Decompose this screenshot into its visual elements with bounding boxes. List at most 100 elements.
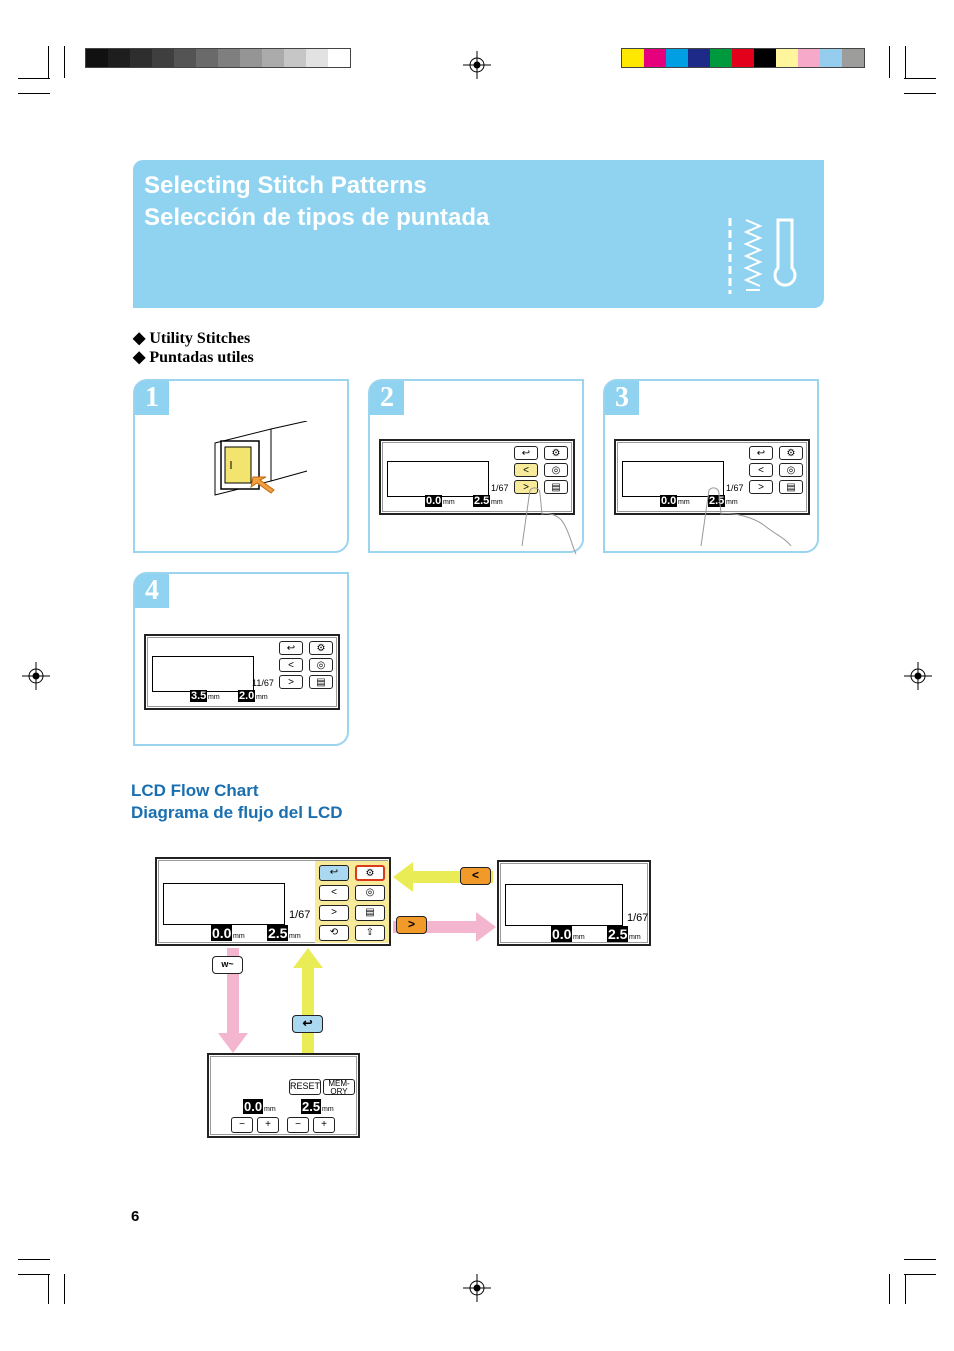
length-value: 2.5 <box>301 1099 322 1114</box>
memory-key[interactable]: ◎ <box>309 658 333 672</box>
reverse-key[interactable]: ⟲ <box>319 925 349 941</box>
width-value: 0.0 <box>243 1099 264 1114</box>
arrow-up-yellow <box>293 948 323 1053</box>
crop-mark <box>904 1259 936 1260</box>
crop-mark <box>904 78 936 79</box>
flow-settings-lcd: RESET MEM- ORY 0.0 2.5 − + − + mm mm <box>207 1053 360 1138</box>
next-page-key[interactable]: > <box>749 480 773 494</box>
doc-key[interactable]: ▤ <box>544 480 568 494</box>
width-value: 0.0 <box>551 926 573 942</box>
settings-key[interactable]: ⚙ <box>309 641 333 655</box>
grayscale-bar <box>85 48 351 68</box>
prev-page-key[interactable]: < <box>749 463 773 477</box>
crop-mark <box>64 1274 65 1304</box>
step-number: 3 <box>605 381 639 415</box>
unit-label: mm <box>208 694 220 701</box>
next-page-key[interactable]: > <box>319 905 349 921</box>
doc-key[interactable]: ▤ <box>355 905 385 921</box>
reset-key[interactable]: RESET <box>289 1079 321 1095</box>
length-value: 2.0 <box>238 690 256 702</box>
memory-key[interactable]: ◎ <box>779 463 803 477</box>
doc-key[interactable]: ▤ <box>309 675 333 689</box>
back-key[interactable]: ↩ <box>279 641 303 655</box>
lcd-screen: 0.0 2.5 1/67 ↩ ⚙ < ◎ > ▤ mm mm <box>379 439 575 515</box>
memory-save-key[interactable]: MEM- ORY <box>323 1079 355 1096</box>
crop-mark <box>905 46 906 78</box>
pattern-row <box>163 883 285 925</box>
memory-key[interactable]: ◎ <box>355 885 385 901</box>
prev-page-key-icon[interactable]: < <box>460 867 491 885</box>
memory-key[interactable]: ◎ <box>544 463 568 477</box>
page-indicator: 11/67 <box>252 678 274 688</box>
length-plus-key[interactable]: + <box>313 1117 335 1133</box>
crop-mark <box>64 46 65 78</box>
arrow-left-yellow <box>393 862 493 892</box>
page-number: 6 <box>131 1208 140 1225</box>
length-minus-key[interactable]: − <box>287 1117 309 1133</box>
back-key[interactable]: ↩ <box>514 446 538 460</box>
unit-label: mm <box>629 934 641 941</box>
title-spanish: Selección de tipos de puntada <box>144 204 490 231</box>
length-value: 2.5 <box>607 926 629 942</box>
flow-title-spanish: Diagrama de flujo del LCD <box>131 803 343 822</box>
section-heading-english: ◆ Utility Stitches <box>133 330 251 347</box>
unit-label: mm <box>573 934 585 941</box>
next-page-key-icon[interactable]: > <box>396 916 427 934</box>
page-indicator: 1/67 <box>491 483 509 493</box>
doc-key[interactable]: ▤ <box>779 480 803 494</box>
unit-label: mm <box>264 1106 276 1113</box>
crop-mark <box>18 1259 50 1260</box>
crop-mark <box>904 93 936 94</box>
registration-mark <box>463 1274 491 1302</box>
header-band: Selecting Stitch Patterns Selección de t… <box>133 160 824 308</box>
page-indicator: 1/67 <box>289 909 311 921</box>
next-page-key[interactable]: > <box>279 675 303 689</box>
color-bar <box>621 48 865 68</box>
unit-label: mm <box>443 499 455 506</box>
save-key[interactable]: ⇪ <box>355 925 385 941</box>
registration-mark <box>904 662 932 690</box>
settings-key[interactable]: ⚙ <box>779 446 803 460</box>
width-value: 0.0 <box>425 495 443 507</box>
step-2-panel: 2 0.0 2.5 1/67 ↩ ⚙ < ◎ > ▤ mm mm <box>368 379 584 555</box>
width-plus-key[interactable]: + <box>257 1117 279 1133</box>
stitch-setting-key-icon[interactable]: w~ <box>212 956 243 974</box>
arrow-right-pink <box>393 912 496 942</box>
pattern-row <box>505 884 623 926</box>
width-value: 0.0 <box>660 495 678 507</box>
crop-mark <box>48 46 49 78</box>
back-key[interactable]: ↩ <box>319 865 349 881</box>
crop-mark <box>18 93 50 94</box>
prev-page-key[interactable]: < <box>279 658 303 672</box>
width-minus-key[interactable]: − <box>231 1117 253 1133</box>
finger-pointer-icon <box>700 487 792 547</box>
settings-key[interactable]: ⚙ <box>544 446 568 460</box>
prev-page-key[interactable]: < <box>514 463 538 477</box>
stitch-pattern-icon <box>728 218 797 294</box>
crop-mark <box>904 1274 936 1275</box>
settings-key[interactable]: ⚙ <box>355 865 385 881</box>
unit-label: mm <box>256 694 268 701</box>
width-value: 0.0 <box>211 925 233 941</box>
step-1-panel: 1 <box>133 379 349 553</box>
step-number: 4 <box>135 574 169 608</box>
prev-page-key[interactable]: < <box>319 885 349 901</box>
crop-mark <box>48 1274 49 1304</box>
unit-label: mm <box>289 933 301 940</box>
unit-label: mm <box>678 499 690 506</box>
pattern-row <box>152 656 254 692</box>
back-key[interactable]: ↩ <box>749 446 773 460</box>
unit-label: mm <box>491 499 503 506</box>
next-page-key[interactable]: > <box>514 480 538 494</box>
title-english: Selecting Stitch Patterns <box>144 172 427 199</box>
step-number: 2 <box>370 381 404 415</box>
unit-label: mm <box>322 1106 334 1113</box>
length-value: 2.5 <box>473 495 491 507</box>
pattern-row <box>387 461 489 497</box>
width-value: 3.5 <box>190 690 208 702</box>
back-key-icon[interactable]: ↩ <box>292 1015 323 1033</box>
crop-mark <box>889 1274 890 1304</box>
